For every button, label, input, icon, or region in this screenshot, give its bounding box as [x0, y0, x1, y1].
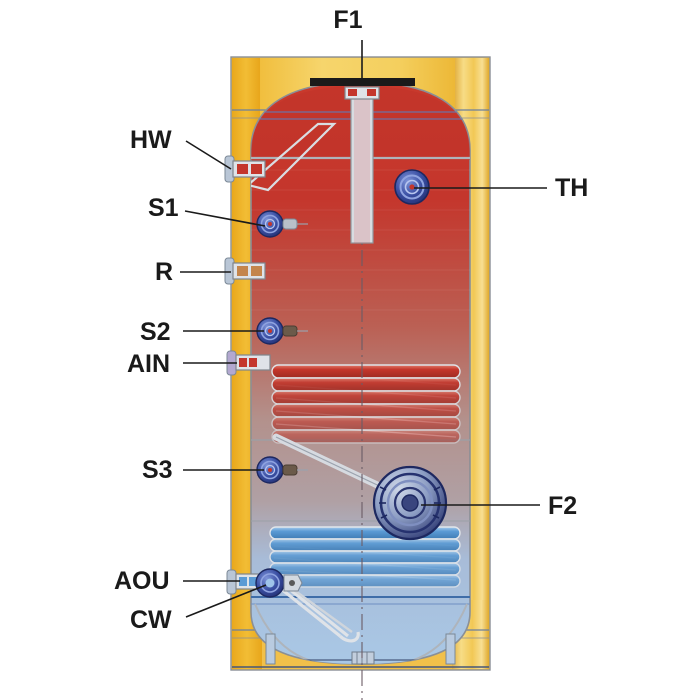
label-hw: HW: [130, 126, 172, 154]
port-cw-inlet[interactable]: [255, 568, 303, 598]
label-f1: F1: [333, 6, 362, 34]
label-s2: S2: [140, 318, 171, 346]
label-ain: AIN: [127, 350, 170, 378]
label-s1: S1: [148, 194, 179, 222]
label-s3: S3: [142, 456, 173, 484]
leader-HW: [185, 140, 232, 170]
leader-lines: [180, 40, 547, 618]
label-f2: F2: [548, 492, 577, 520]
port-ain-socket[interactable]: [226, 350, 271, 376]
hot-water-deflector-plate: [251, 122, 337, 192]
tank-support-feet: [265, 633, 456, 665]
port-labels: F1 HW S1 R S2 AIN S3 AOU CW TH F2: [114, 6, 588, 634]
sensor-pocket-s1[interactable]: [256, 210, 308, 238]
port-f2-inspection-flange[interactable]: [372, 465, 448, 541]
port-r-socket[interactable]: [224, 257, 266, 285]
leader-S1: [184, 210, 266, 227]
label-aou: AOU: [114, 567, 170, 595]
port-th-thermostat[interactable]: [394, 169, 430, 205]
lower-heat-exchanger-coil: [269, 526, 461, 643]
label-cw: CW: [130, 606, 172, 634]
label-r: R: [155, 258, 173, 286]
leader-CW: [185, 584, 267, 618]
upper-heat-exchanger-coil: [271, 364, 461, 496]
label-th: TH: [555, 174, 588, 202]
